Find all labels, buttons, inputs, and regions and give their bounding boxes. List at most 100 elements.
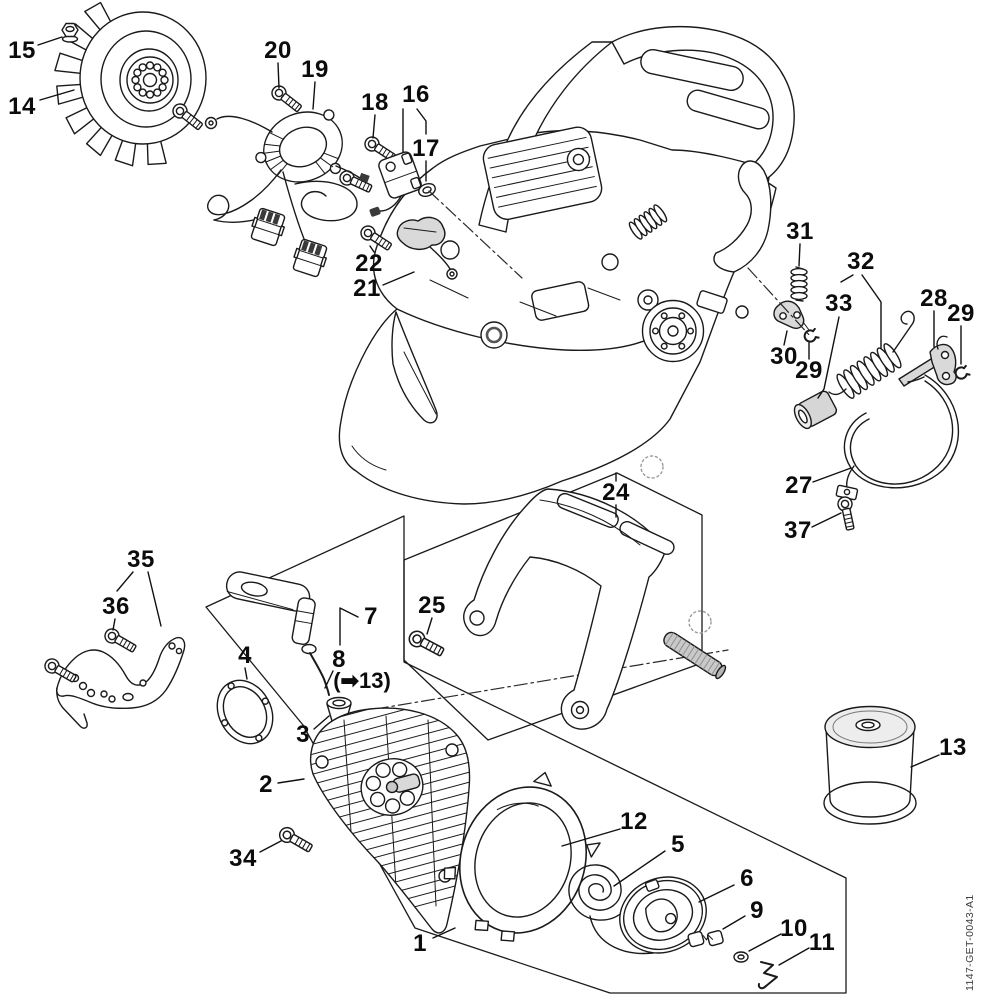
flywheel-part-14 bbox=[54, 0, 207, 168]
leader-line-12 bbox=[561, 828, 621, 847]
callout-10: 10 bbox=[780, 915, 808, 942]
leader-line-30 bbox=[783, 330, 788, 346]
cover-rosette bbox=[360, 758, 424, 816]
starter-grip-part-7 bbox=[225, 571, 317, 655]
brake-lever-part-28 bbox=[898, 335, 957, 387]
leader-line-25 bbox=[426, 617, 433, 635]
leader-line-15 bbox=[37, 36, 63, 46]
leader-line-27 bbox=[812, 467, 852, 483]
callout-11: 11 bbox=[808, 929, 836, 956]
leader-line-5 bbox=[613, 850, 666, 887]
alignment-axis-line bbox=[351, 649, 729, 714]
callout-22: 22 bbox=[355, 250, 383, 277]
bracket-part-35 bbox=[56, 636, 186, 729]
callout-20: 20 bbox=[264, 37, 292, 64]
leader-line-3 bbox=[313, 715, 330, 730]
handle-vent-slot bbox=[640, 48, 744, 92]
callout-18: 18 bbox=[361, 89, 389, 116]
wire-connector bbox=[247, 206, 289, 248]
wire-harness-part-21 bbox=[396, 216, 458, 280]
chainsaw-body bbox=[338, 25, 795, 505]
sleeve-part-33 bbox=[793, 390, 838, 430]
callout-21: 21 bbox=[353, 275, 381, 302]
callout-9: 9 bbox=[750, 897, 764, 924]
leader-line-31 bbox=[798, 243, 801, 267]
leader-line-16 bbox=[416, 108, 427, 135]
callout-4: 4 bbox=[238, 642, 252, 669]
callout-12: 12 bbox=[620, 808, 648, 835]
wiring-harness-part-19 bbox=[204, 115, 370, 279]
callout-6: 6 bbox=[740, 865, 754, 892]
screw-part-20 bbox=[268, 82, 305, 116]
callout-35: 35 bbox=[127, 546, 155, 573]
leader-line-20 bbox=[277, 62, 280, 89]
ghost-position-mark bbox=[640, 455, 664, 479]
callout-30: 30 bbox=[770, 343, 798, 370]
leader-line-10 bbox=[748, 933, 782, 952]
leader-line-33 bbox=[817, 316, 840, 399]
callout-7: 7 bbox=[364, 603, 378, 630]
callout-36: 36 bbox=[102, 593, 130, 620]
fan-housing-ring-part-12 bbox=[443, 771, 601, 942]
leader-line-19 bbox=[312, 81, 316, 110]
callout-25: 25 bbox=[418, 592, 446, 619]
cylinder-block bbox=[482, 126, 603, 220]
spring-part-31 bbox=[790, 266, 808, 302]
ghost-position-mark bbox=[688, 610, 712, 634]
cross-reference-note: (➡13) bbox=[333, 668, 391, 693]
leader-line-6 bbox=[698, 884, 735, 903]
gasket-part-4 bbox=[216, 679, 274, 745]
pawl-kit-part-9 bbox=[687, 929, 724, 948]
drawing-number: 1147-GET-0043-A1 bbox=[964, 894, 976, 991]
leader-line-9 bbox=[722, 915, 746, 930]
generator-ring-part-19 bbox=[255, 109, 343, 183]
leader-line-2 bbox=[277, 778, 305, 784]
callout-28: 28 bbox=[920, 285, 948, 312]
callout-27: 27 bbox=[785, 472, 813, 499]
callout-37: 37 bbox=[784, 517, 812, 544]
tension-spring-part-32 bbox=[828, 310, 915, 399]
callout-16: 16 bbox=[402, 81, 430, 108]
hand-guard-part-24 bbox=[463, 488, 675, 730]
av-spring bbox=[628, 204, 668, 240]
callout-31: 31 bbox=[786, 218, 814, 245]
callout-14: 14 bbox=[8, 93, 36, 120]
leader-line-37 bbox=[811, 512, 842, 528]
leader-line-21 bbox=[382, 271, 415, 286]
washer-part-10 bbox=[733, 951, 749, 963]
leader-line-4 bbox=[244, 667, 248, 680]
screw-part-36 bbox=[101, 625, 139, 656]
engine-deck-line bbox=[396, 308, 667, 352]
spring-clip-part-11 bbox=[757, 961, 778, 990]
callout-34: 34 bbox=[229, 845, 257, 872]
starter-rope-part-8 bbox=[309, 652, 330, 696]
e-clip-part-29 bbox=[802, 327, 820, 345]
alignment-axis-line bbox=[747, 267, 812, 338]
alignment-axis-line bbox=[428, 190, 523, 279]
wire-connector bbox=[289, 237, 331, 279]
callout-5: 5 bbox=[671, 831, 685, 858]
callout-29b: 29 bbox=[795, 357, 823, 384]
guard-pivot-rod bbox=[663, 631, 727, 680]
rope-rotor-part-6 bbox=[619, 876, 707, 954]
callout-33: 33 bbox=[825, 290, 853, 317]
callout-15: 15 bbox=[8, 37, 36, 64]
leader-line-1 bbox=[432, 927, 456, 939]
leader-line-11 bbox=[778, 947, 810, 966]
leader-line-14 bbox=[39, 89, 75, 101]
starter-cover-part-2 bbox=[309, 707, 471, 934]
handle-vent-slot bbox=[686, 89, 770, 130]
leader-line-22 bbox=[369, 245, 375, 253]
leader-line-35 bbox=[116, 571, 134, 592]
leader-lines bbox=[37, 36, 962, 966]
leader-line-18 bbox=[372, 114, 376, 139]
leader-line-7 bbox=[339, 607, 359, 646]
rope-spool-part-13 bbox=[823, 705, 917, 825]
clutch-drum bbox=[641, 299, 705, 363]
callout-19: 19 bbox=[301, 56, 329, 83]
leader-line-35 bbox=[147, 571, 162, 627]
callout-24: 24 bbox=[602, 479, 630, 506]
screw-part-34 bbox=[276, 824, 316, 856]
